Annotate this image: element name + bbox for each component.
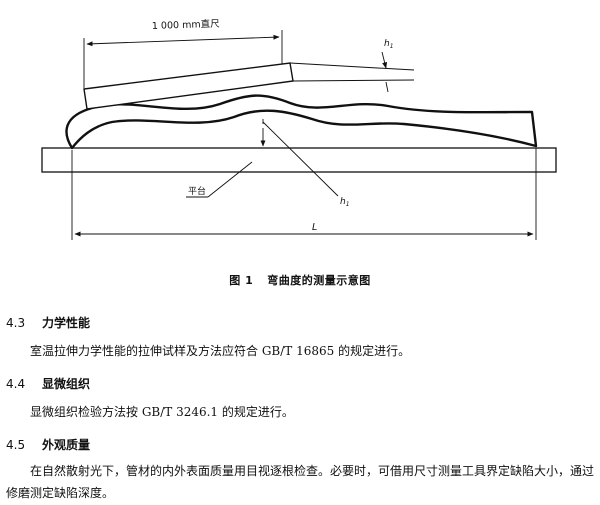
section-heading-4-5: 4.5 外观质量 — [6, 436, 90, 453]
section-title: 力学性能 — [42, 316, 91, 330]
ruler-length-dimension — [86, 34, 280, 47]
h1-top-leader — [385, 81, 389, 93]
figure-caption-text: 弯曲度的测量示意图 — [267, 274, 371, 287]
ruler-reference-line-lower — [292, 79, 415, 82]
section-number: 4.3 — [6, 316, 26, 330]
bending-measurement-figure: 1 000 mm直尺 h1 h1 平台 L — [41, 18, 557, 240]
section-number: 4.4 — [6, 377, 26, 391]
h1-gap-label: h1 — [340, 197, 350, 208]
ruler-length-label: 1 000 mm直尺 — [152, 18, 221, 32]
figure-caption: 图 1 弯曲度的测量示意图 — [0, 272, 600, 288]
tube-profile — [65, 94, 538, 150]
h1-top-label: h1 — [384, 39, 394, 50]
L-label: L — [312, 222, 317, 233]
figure-number: 图 1 — [229, 274, 254, 287]
section-body-4-5: 在自然散射光下，管材的内外表面质量用目视逐根检查。必要时，可借用尺寸测量工具界定… — [6, 464, 595, 500]
h1-top-arrow — [381, 51, 388, 69]
section-body-4-4: 显微组织检验方法按 GB/T 3246.1 的规定进行。 — [30, 405, 294, 419]
ruler-reference-line-upper — [289, 62, 415, 71]
section-title: 显微组织 — [42, 377, 91, 391]
platform-label: 平台 — [188, 185, 206, 197]
section-heading-4-4: 4.4 显微组织 — [6, 375, 90, 392]
section-body-4-3: 室温拉伸力学性能的拉伸试样及方法应符合 GB/T 16865 的规定进行。 — [30, 344, 411, 358]
platform-leader — [207, 161, 253, 198]
section-title: 外观质量 — [42, 438, 91, 452]
section-number: 4.5 — [6, 438, 26, 452]
platform — [41, 147, 557, 173]
section-heading-4-3: 4.3 力学性能 — [6, 314, 90, 331]
h1-gap-leader — [262, 121, 339, 197]
